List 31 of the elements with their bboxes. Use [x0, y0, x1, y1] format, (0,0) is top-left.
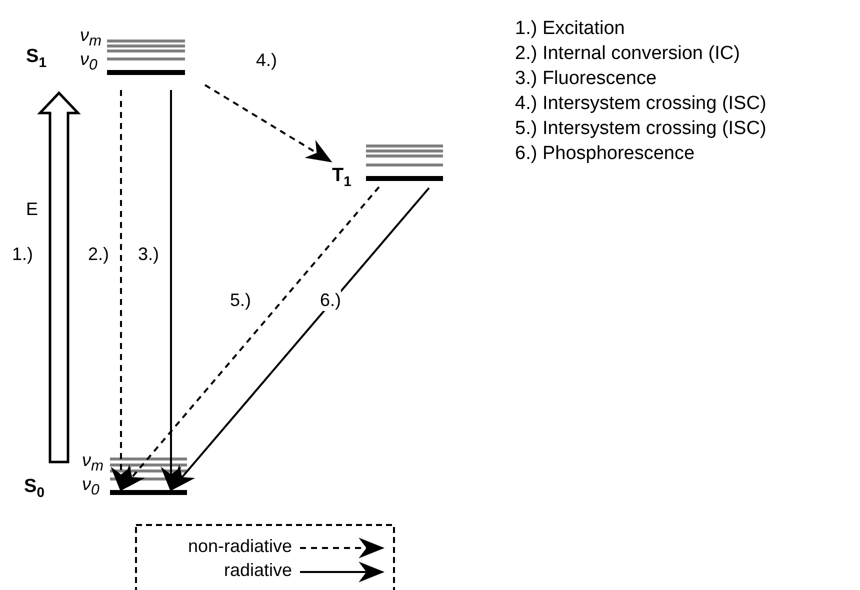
legend-list-item: 6.) Phosphorescence [515, 142, 695, 166]
arrow [160, 90, 182, 493]
legend-list-item: 1.) Excitation [515, 17, 625, 41]
edge-label: 1.) [12, 244, 34, 265]
legend-list-item: 3.) Fluorescence [515, 67, 657, 91]
legend-label: radiative [224, 560, 292, 581]
energy-level-bar [110, 490, 187, 495]
legend-list-item: 5.) Intersystem crossing (ISC) [515, 117, 766, 141]
energy-level-bar [366, 176, 443, 181]
legend-label: non-radiative [188, 536, 292, 557]
edge-label: 3.) [138, 244, 160, 265]
edge-label: 6.) [320, 290, 342, 311]
vibrational-level-label: ν$_{0}$ [80, 50, 98, 75]
arrow [170, 187, 430, 491]
edge-label: 4.) [256, 50, 278, 71]
energy-level-bar [107, 70, 185, 75]
arrow [110, 90, 132, 493]
vibrational-level-label: ν$_{0}$ [82, 475, 100, 500]
legend-list-item: 2.) Internal conversion (IC) [515, 42, 740, 66]
energy-label: E [26, 199, 38, 220]
vibrational-level-label: ν$_{m}$ [80, 26, 102, 51]
arrow [204, 84, 332, 162]
vibrational-level-label: ν$_{m}$ [82, 451, 104, 476]
state-label: T$_{1}$ [332, 165, 352, 189]
edge-label: 5.) [230, 290, 252, 311]
block-arrow [37, 91, 81, 464]
state-label: S$_{0}$ [24, 476, 44, 500]
state-label: S$_{1}$ [26, 46, 46, 70]
arrow [120, 186, 380, 491]
edge-label: 2.) [88, 244, 110, 265]
legend-list-item: 4.) Intersystem crossing (ISC) [515, 92, 766, 116]
